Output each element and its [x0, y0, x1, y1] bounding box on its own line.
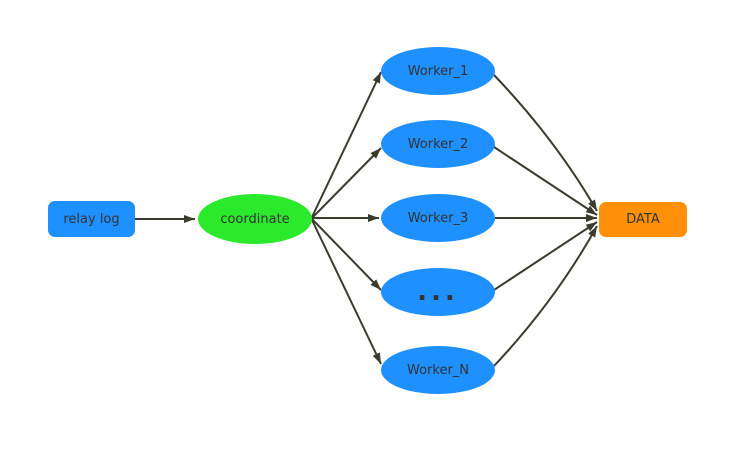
edge-worker1-data	[493, 74, 598, 212]
edge-worker2-data	[493, 146, 598, 216]
node-worker-ellipsis-label: ...	[417, 277, 459, 307]
node-data: DATA	[599, 202, 687, 237]
node-coordinate-label: coordinate	[220, 211, 290, 227]
node-relay-log: relay log	[48, 201, 135, 237]
node-worker-ellipsis: ...	[381, 268, 495, 316]
node-worker-n-label: Worker_N	[406, 362, 470, 378]
edge-coordinate-worker1	[311, 71, 382, 218]
edge-coordinate-workerdots	[311, 218, 382, 291]
node-worker-n: Worker_N	[381, 346, 495, 394]
node-coordinate: coordinate	[198, 194, 312, 244]
edge-workerdots-data	[493, 221, 598, 291]
edge-coordinate-worker2	[311, 147, 382, 219]
node-worker-3-label: Worker_3	[407, 210, 469, 226]
node-worker-1: Worker_1	[381, 47, 495, 95]
node-worker-2-label: Worker_2	[407, 136, 469, 152]
node-relay-log-label: relay log	[63, 211, 120, 227]
node-data-label: DATA	[626, 212, 660, 227]
node-worker-3: Worker_3	[381, 194, 495, 242]
node-worker-2: Worker_2	[381, 120, 495, 168]
edge-workern-data	[493, 225, 598, 367]
edge-coordinate-workern	[311, 219, 382, 365]
node-worker-1-label: Worker_1	[407, 63, 469, 79]
